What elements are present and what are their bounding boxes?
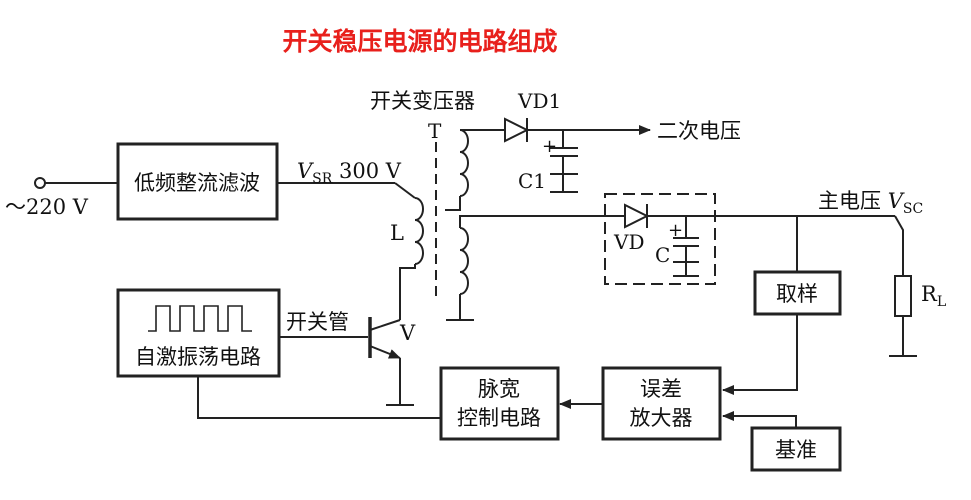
oscillator-block — [116, 288, 281, 378]
load-resistor — [894, 275, 912, 317]
vsr-subscript: SR — [312, 171, 333, 187]
switch-tube-label: 开关管 — [286, 310, 349, 334]
main-voltage-label: 主电压 VSC — [818, 189, 923, 217]
pwm-control-label-1: 脉宽 — [478, 377, 520, 401]
vsr-symbol: V — [297, 159, 314, 183]
diode-vd — [624, 203, 650, 229]
switch-transistor — [368, 317, 414, 406]
vsc-symbol: V — [888, 189, 905, 213]
transformer-label: 开关变压器 — [370, 89, 475, 113]
transistor-label: V — [399, 321, 416, 345]
primary-winding — [414, 197, 424, 265]
vsr-value: 300 V — [332, 159, 401, 183]
transformer-T-label: T — [428, 119, 442, 143]
error-amplifier-label-2: 放大器 — [630, 406, 693, 430]
input-terminal — [34, 177, 118, 189]
vsr-label: VSR 300 V — [297, 159, 402, 187]
error-amplifier-label-1: 误差 — [640, 377, 682, 401]
secondary-voltage-label: 二次电压 — [657, 119, 741, 143]
capacitor-c1 — [550, 130, 578, 193]
rectifier-block — [116, 142, 279, 221]
input-voltage-label: ～220 V — [5, 195, 89, 219]
reference-label: 基准 — [775, 438, 817, 462]
rectifier-label: 低频整流滤波 — [134, 171, 260, 195]
c1-plus-label: + — [542, 136, 557, 157]
c-label: C — [655, 243, 670, 267]
c-plus-label: + — [668, 220, 683, 241]
output-rectifier-dashed-box — [604, 193, 716, 285]
oscillator-label: 自激振荡电路 — [135, 345, 261, 369]
vsc-subscript: SC — [903, 201, 923, 217]
capacitor-c — [673, 216, 699, 277]
c1-label: C1 — [518, 169, 546, 193]
pwm-control-label-2: 控制电路 — [457, 406, 541, 430]
rl-subscript: L — [937, 294, 946, 310]
inductor-label: L — [390, 221, 404, 245]
vd-label: VD — [613, 230, 644, 254]
sampling-label: 取样 — [776, 282, 818, 306]
rl-symbol: R — [921, 282, 938, 306]
main-voltage-text: 主电压 — [818, 189, 888, 213]
secondary-winding-2 — [459, 227, 469, 295]
diode-vd1 — [504, 117, 530, 143]
secondary-winding-1 — [459, 129, 469, 197]
diagram-title: 开关稳压电源的电路组成 — [282, 27, 557, 56]
square-wave-icon — [148, 305, 252, 332]
sampling-block — [753, 270, 842, 316]
rl-label: RL — [921, 282, 946, 310]
pwm-control-block — [439, 366, 560, 441]
vd1-label: VD1 — [517, 89, 561, 113]
